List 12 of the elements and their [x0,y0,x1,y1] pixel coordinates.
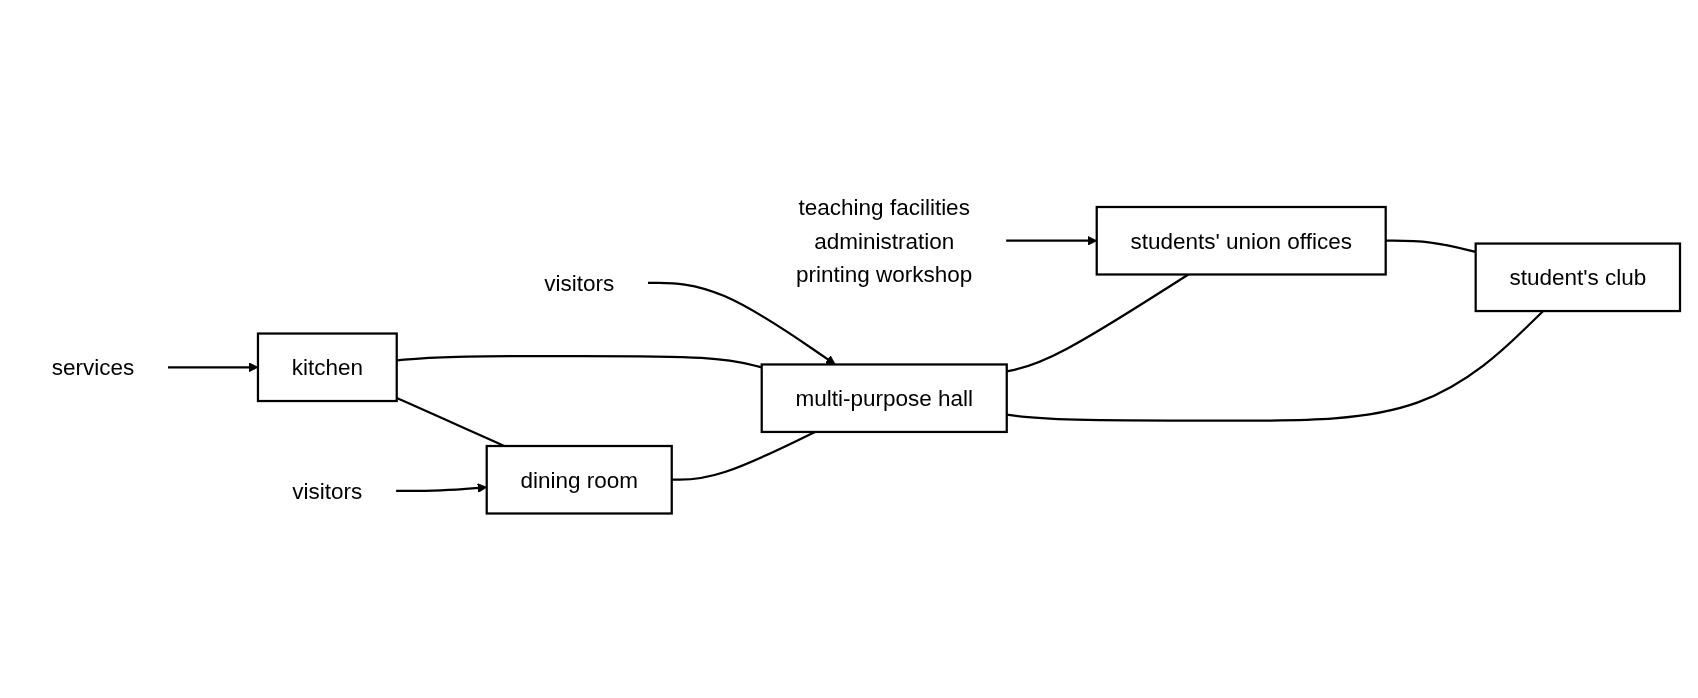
node-text: visitors [292,478,363,504]
node-box: students' union offices [1095,205,1387,276]
connector [396,354,762,369]
arrow [647,281,836,365]
node-text: visitors [544,270,615,296]
node-box: student's club [1474,242,1682,313]
node-box: dining room [485,444,673,515]
node-box: kitchen [256,332,398,403]
connector [1385,239,1476,253]
node-text: teaching facilities administration printing workshop [796,194,973,287]
node-text: services [51,354,135,380]
node-box: multi-purpose hall [760,363,1008,434]
